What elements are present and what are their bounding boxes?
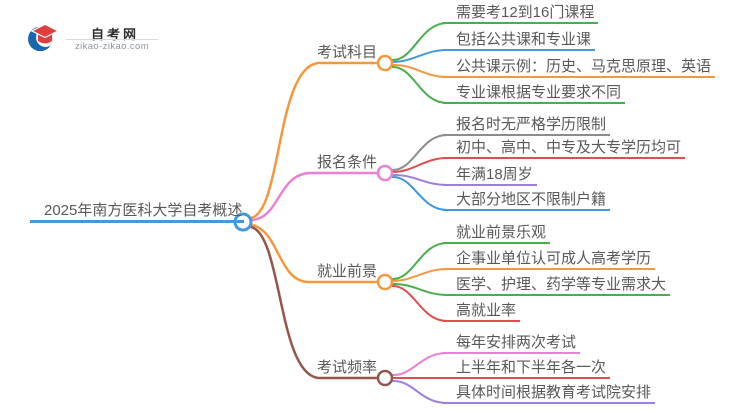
branch-registration-requirements[interactable]: 报名条件 — [317, 154, 378, 171]
edge-employment-leaf-0 — [391, 242, 448, 281]
edge-root-frequency — [250, 225, 378, 380]
branch-exam-subjects[interactable]: 考试科目 — [317, 44, 378, 61]
leaf-item[interactable]: 上半年和下半年各一次 — [443, 358, 611, 379]
leaf-item[interactable]: 就业前景乐观 — [443, 223, 551, 244]
edge-frequency-leaf-2 — [391, 379, 448, 404]
edge-root-employment — [251, 223, 378, 284]
leaf-item[interactable]: 年满18周岁 — [443, 165, 537, 186]
edge-root-registration — [251, 171, 378, 222]
site-url: zikao-zikao.com — [74, 41, 150, 52]
edge-exam-subjects-leaf-1 — [391, 49, 448, 63]
edge-employment-leaf-3 — [391, 284, 448, 322]
edge-exam-subjects-leaf-2 — [391, 63, 448, 78]
site-name: 自考网 — [90, 27, 139, 42]
edge-registration-leaf-2 — [391, 173, 448, 186]
leaf-item[interactable]: 具体时间根据教育考试院安排 — [443, 383, 656, 404]
leaf-item[interactable]: 大部分地区不限制户籍 — [443, 190, 611, 211]
edge-frequency-leaf-0 — [391, 352, 448, 377]
frequency-node-circle[interactable] — [376, 369, 394, 387]
edge-registration-leaf-0 — [391, 134, 448, 172]
branch-employment-prospects[interactable]: 就业前景 — [317, 263, 378, 280]
edge-exam-subjects-leaf-0 — [391, 22, 448, 62]
logo-graduation-cap-icon — [28, 23, 60, 52]
leaf-item[interactable]: 报名时无严格学历限制 — [443, 115, 611, 136]
leaf-item[interactable]: 每年安排两次考试 — [443, 333, 581, 354]
leaf-item[interactable]: 专业课根据专业要求不同 — [443, 83, 626, 104]
employment-node-circle[interactable] — [376, 273, 394, 291]
logo-divider — [66, 39, 158, 40]
leaf-item[interactable]: 高就业率 — [443, 301, 521, 322]
leaf-item[interactable]: 初中、高中、中专及大专学历均可 — [443, 138, 686, 159]
leaf-item[interactable]: 公共课示例：历史、马克思原理、英语 — [443, 57, 716, 78]
branch-exam-frequency[interactable]: 考试频率 — [317, 359, 378, 376]
edge-employment-leaf-1 — [391, 268, 448, 282]
root-topic[interactable]: 2025年南方医科大学自考概述 — [30, 201, 245, 223]
edge-employment-leaf-2 — [391, 282, 448, 296]
exam-subjects-node-circle[interactable] — [376, 54, 394, 72]
edge-exam-subjects-leaf-3 — [391, 65, 448, 104]
edge-registration-leaf-1 — [391, 157, 448, 173]
leaf-item[interactable]: 医学、护理、药学等专业需求大 — [443, 275, 671, 296]
site-logo[interactable]: 自考网 zikao-zikao.com — [28, 22, 158, 54]
edge-registration-leaf-3 — [391, 175, 448, 211]
leaf-item[interactable]: 企事业单位认可成人高考学历 — [443, 249, 656, 270]
registration-node-circle[interactable] — [376, 164, 394, 182]
edge-root-exam-subjects — [250, 61, 378, 220]
leaf-item[interactable]: 需要考12到16门课程 — [443, 3, 599, 24]
leaf-item[interactable]: 包括公共课和专业课 — [443, 30, 596, 51]
